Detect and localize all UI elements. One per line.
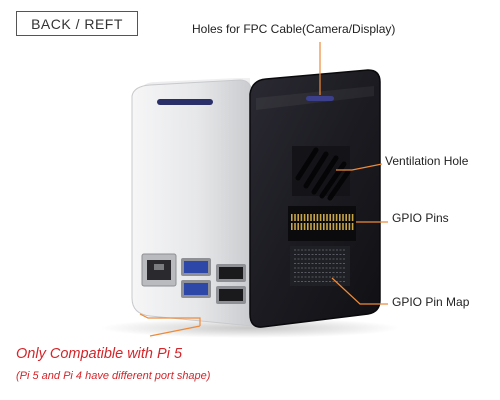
gpio-pin xyxy=(316,214,319,221)
ventilation-grille xyxy=(292,146,351,201)
gpio-pin xyxy=(345,214,347,221)
gpio-pin xyxy=(326,223,328,230)
gpio-pin xyxy=(303,214,306,221)
gpio-pin xyxy=(297,214,299,221)
callout-gpio-pins: GPIO Pins xyxy=(392,211,449,225)
acrylic-panel xyxy=(249,69,381,328)
fpc-slot-side xyxy=(157,99,213,105)
gpio-pin xyxy=(348,214,351,221)
gpio-pin xyxy=(291,214,293,221)
floor-shadow xyxy=(100,318,400,338)
gpio-pin xyxy=(297,223,299,230)
gpio-pin xyxy=(339,223,341,230)
gpio-map-lines xyxy=(294,249,346,282)
gpio-pin-header xyxy=(288,206,356,241)
gpio-pin xyxy=(335,214,338,221)
gpio-pin xyxy=(294,214,296,221)
callout-fpc-holes: Holes for FPC Cable(Camera/Display) xyxy=(192,22,396,36)
gpio-pin xyxy=(351,214,354,221)
compatibility-detail: (Pi 5 and Pi 4 have different port shape… xyxy=(16,370,211,382)
gpio-pin-map-print xyxy=(290,246,350,286)
gpio-pin xyxy=(326,214,328,221)
callout-gpio-pin-map: GPIO Pin Map xyxy=(392,295,470,309)
callout-lines xyxy=(139,42,388,337)
callout-line-ports-a xyxy=(139,313,201,326)
gpio-pin xyxy=(342,214,344,221)
gpio-pin xyxy=(313,214,315,221)
gpio-pin xyxy=(313,223,315,230)
gpio-pin xyxy=(300,223,303,230)
gpio-pin xyxy=(323,214,325,221)
compatibility-note: Only Compatible with Pi 5 xyxy=(16,346,183,362)
callout-line-ports-b xyxy=(149,325,201,337)
gpio-pin xyxy=(307,223,309,230)
gpio-pin xyxy=(294,223,296,230)
gpio-pin xyxy=(335,223,338,230)
gpio-pin xyxy=(310,223,312,230)
gpio-pin xyxy=(339,214,341,221)
gpio-pin xyxy=(329,223,331,230)
callout-line-vent xyxy=(336,163,383,171)
gpio-pin xyxy=(300,214,303,221)
view-label-badge: BACK / REFT xyxy=(16,11,138,36)
usb2-ports xyxy=(216,264,246,304)
view-label: BACK / REFT xyxy=(31,15,123,32)
gpio-pin xyxy=(316,223,319,230)
gpio-pin xyxy=(291,223,293,230)
usb3-ports xyxy=(181,258,211,298)
gpio-pin xyxy=(329,214,331,221)
gpio-pin xyxy=(342,223,344,230)
gpio-pins-group xyxy=(291,214,354,230)
gpio-pin xyxy=(332,223,335,230)
ethernet-port xyxy=(141,253,177,287)
gpio-pin xyxy=(323,223,325,230)
gpio-pin xyxy=(310,214,312,221)
gpio-pin xyxy=(303,223,306,230)
callout-ventilation-hole: Ventilation Hole xyxy=(385,154,469,168)
gpio-pin xyxy=(307,214,309,221)
gpio-pin xyxy=(319,214,322,221)
gpio-pin xyxy=(348,223,351,230)
gpio-pin xyxy=(351,223,354,230)
gpio-pin xyxy=(345,223,347,230)
callout-line-map xyxy=(331,277,388,305)
gpio-pin xyxy=(332,214,335,221)
gpio-pin xyxy=(319,223,322,230)
fpc-slot-panel xyxy=(306,96,334,101)
